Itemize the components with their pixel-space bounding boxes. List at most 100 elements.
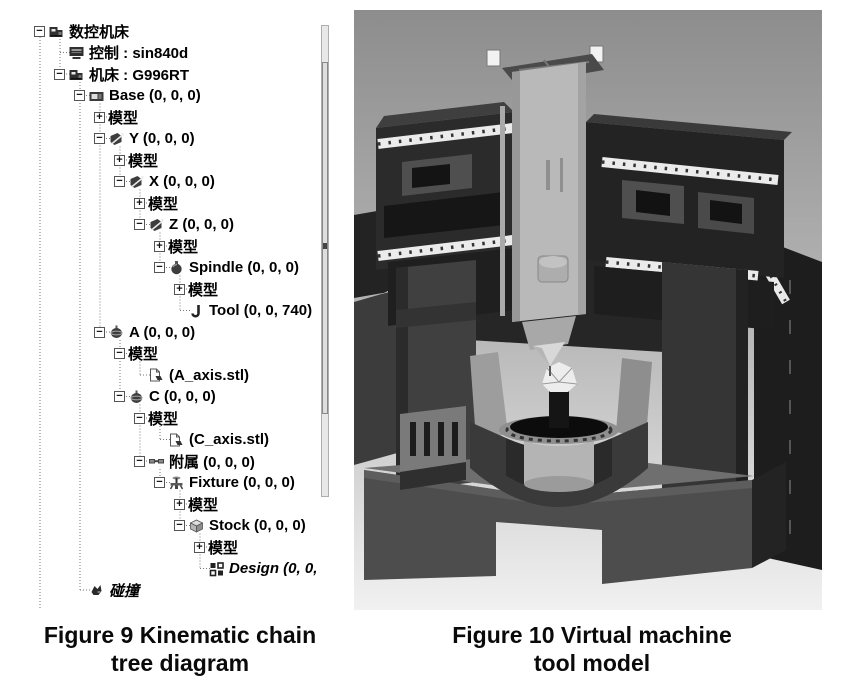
collapse-icon[interactable]: − [54,68,65,80]
tree-node-label: X (0, 0, 0) [149,173,215,190]
tree-scrollbar[interactable] [321,25,329,497]
collapse-icon[interactable]: − [134,219,145,230]
spindle-icon [168,260,186,276]
tree-node-label: Stock (0, 0, 0) [209,517,306,534]
expand-icon[interactable]: + [174,283,185,295]
tree-node[interactable]: +模型 [194,537,238,558]
tree-node[interactable]: − X (0, 0, 0) [114,171,215,192]
collision-icon [88,582,106,598]
tree-node[interactable]: − Spindle (0, 0, 0) [154,257,299,278]
tree-node[interactable]: Design (0, 0, 0, [194,558,321,579]
figure9-caption-line2: tree diagram [110,650,250,676]
tree-node-label: 控制 : sin840d [89,45,189,62]
tree-node-label: 模型 [208,539,239,557]
tree-node[interactable]: 碰撞 [74,580,139,601]
machine-spindle-ram [486,45,604,376]
scrollbar-tick [323,243,327,249]
collapse-icon[interactable]: − [154,477,165,488]
tree-node[interactable]: − 数控机床 [34,21,129,42]
tree-node-label: Fixture (0, 0, 0) [189,474,295,491]
expand-icon[interactable]: + [134,197,145,209]
collapse-icon[interactable]: − [114,176,125,187]
design-icon [208,561,226,577]
linear-axis-icon [128,174,146,190]
base-icon [88,88,106,104]
tree-node[interactable]: +模型 [114,150,158,171]
figure10-caption-line1: Figure 10 Virtual machine [452,622,732,648]
tree-node[interactable]: 控制 : sin840d [54,42,188,63]
tree-node[interactable]: (A_axis.stl) [134,365,249,386]
tree-node[interactable]: − 机床 : G996RT [54,64,189,85]
tree-node-label: 机床 : G996RT [89,66,190,84]
tree-node[interactable]: +模型 [94,107,138,128]
tree-node-label: Z (0, 0, 0) [169,216,235,233]
kinematic-tree-panel: −数控机床控制 : sin840d−机床 : G996RT−Base (0, 0… [0,0,321,614]
expand-icon[interactable]: + [174,498,185,510]
machine-rotary-table [470,352,652,507]
expand-icon[interactable]: + [94,111,105,123]
tree-node-label: (A_axis.stl) [169,366,250,384]
tree-node[interactable]: +模型 [174,494,218,515]
tree-node-label: Tool (0, 0, 740) [209,302,313,319]
tree-node-label: Base (0, 0, 0) [109,87,201,104]
linear-axis-icon [148,217,166,233]
tree-node[interactable]: − Z (0, 0, 0) [134,214,234,235]
tree-node[interactable]: − Fixture (0, 0, 0) [154,472,295,493]
tree-node-label: 附属 (0, 0, 0) [169,453,255,471]
collapse-icon[interactable]: − [114,391,125,402]
figure10-caption-line2: tool model [533,650,651,676]
collapse-icon[interactable]: − [134,455,145,467]
tree-node-label: 模型 [128,152,159,170]
tree-node-label: A (0, 0, 0) [129,323,196,341]
tree-node-label: C (0, 0, 0) [149,388,216,405]
tree-node-label: Y (0, 0, 0) [129,130,195,147]
figure9-caption: Figure 9 Kinematic chain tree diagram [0,621,360,677]
collapse-icon[interactable]: − [74,90,85,101]
fixture-icon [168,475,186,491]
tree-node[interactable]: − Stock (0, 0, 0) [174,515,306,536]
collapse-icon[interactable]: − [34,25,45,37]
tree-node[interactable]: − Y (0, 0, 0) [94,128,195,149]
tree-node-label: 模型 [188,281,219,299]
tree-node[interactable]: +模型 [174,279,218,300]
tree-node-label: 碰撞 [109,582,140,600]
tool-icon [188,303,206,319]
linear-axis-icon [108,131,126,147]
tree-node[interactable]: −模型 [114,343,158,364]
tree-node[interactable]: +模型 [154,236,198,257]
tree-node-label: 模型 [168,238,199,256]
tree-node-label: Spindle (0, 0, 0) [189,259,300,276]
tree-node[interactable]: − C (0, 0, 0) [114,386,216,407]
tree-node[interactable]: −模型 [134,408,178,429]
collapse-icon[interactable]: − [154,262,165,273]
tree-node-label: 模型 [108,109,139,127]
tree-node[interactable]: (C_axis.stl) [154,429,269,450]
controller-icon [68,45,86,61]
tree-node[interactable]: − A (0, 0, 0) [94,322,195,343]
tree-node-label: 数控机床 [69,23,130,41]
collapse-icon[interactable]: − [94,326,105,338]
collapse-icon[interactable]: − [114,348,125,359]
stl-file-icon [148,367,166,383]
tree-node-label: Design (0, 0, 0, [229,560,321,577]
tree-node[interactable]: +模型 [134,193,178,214]
rotary-axis-icon [108,324,126,340]
scrollbar-thumb[interactable] [322,62,328,414]
attachment-icon [148,453,166,469]
collapse-icon[interactable]: − [134,412,145,424]
machine-icon [48,23,66,39]
expand-icon[interactable]: + [194,541,205,553]
expand-icon[interactable]: + [154,240,165,252]
tree-node-label: 模型 [128,346,159,363]
collapse-icon[interactable]: − [174,520,185,531]
machine-icon [68,66,86,82]
expand-icon[interactable]: + [114,154,125,166]
tree-node[interactable]: − 附属 (0, 0, 0) [134,451,255,472]
tree-node-label: 模型 [188,496,219,514]
tree-node[interactable]: Tool (0, 0, 740) [174,300,312,321]
figure10-caption: Figure 10 Virtual machine tool model [412,621,772,677]
collapse-icon[interactable]: − [94,133,105,144]
stl-file-icon [168,432,186,448]
tree-node[interactable]: − Base (0, 0, 0) [74,85,201,106]
